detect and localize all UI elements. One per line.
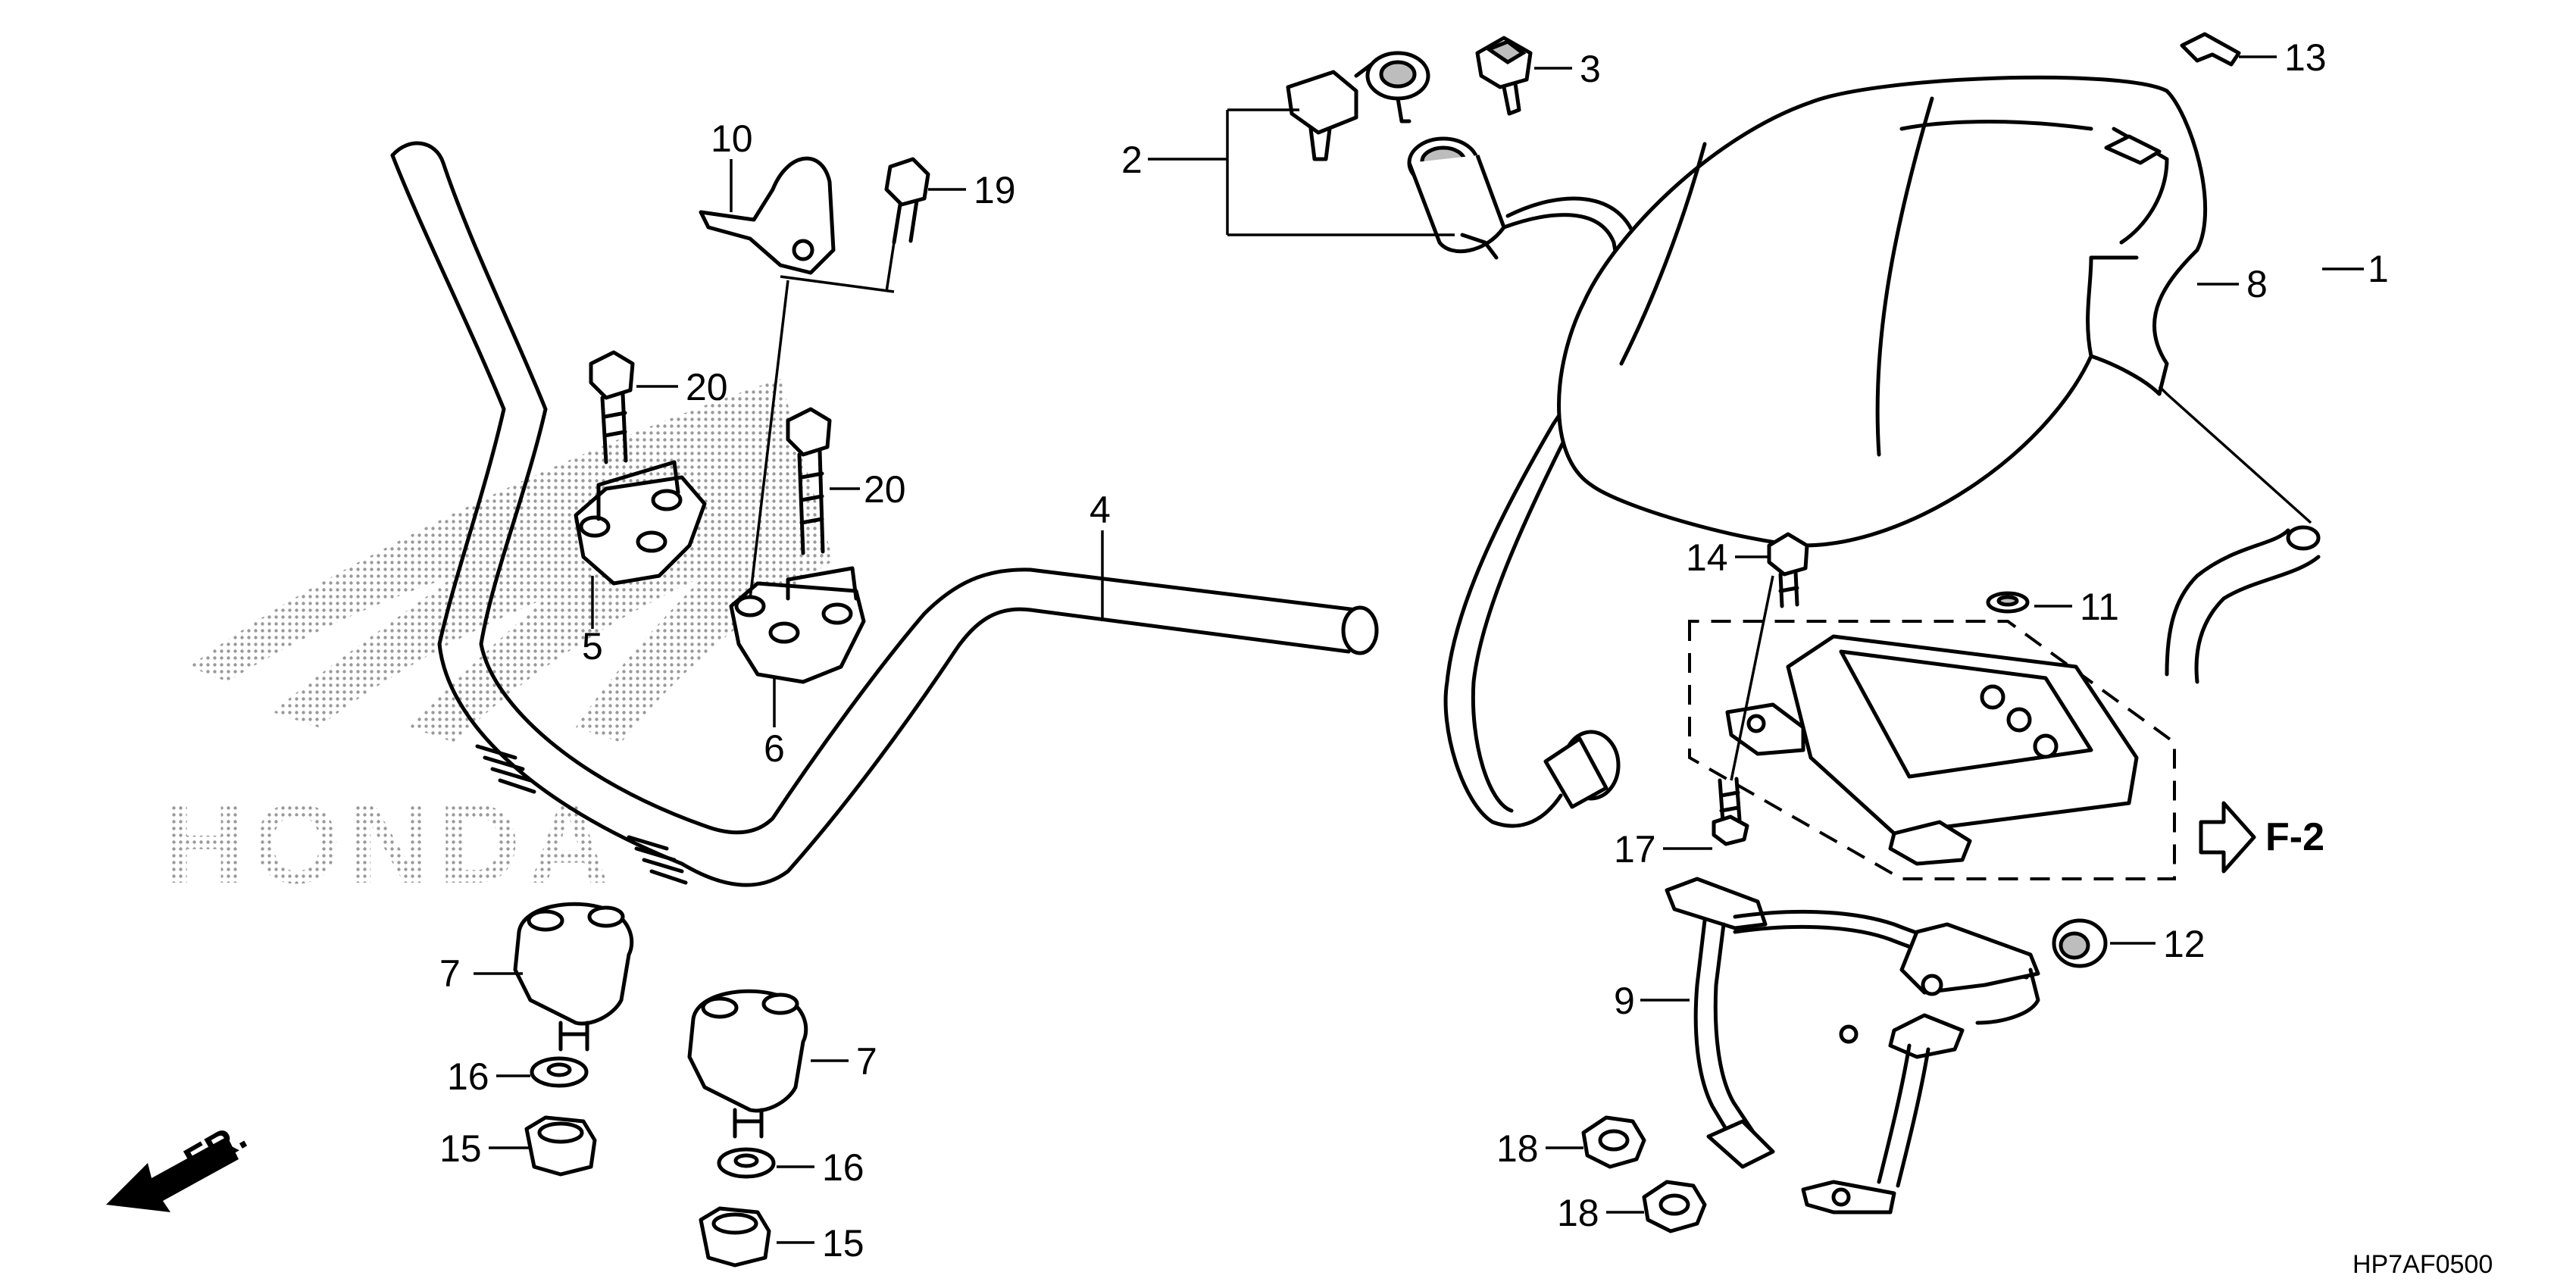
ignition-switch-part[interactable]: [1407, 136, 1640, 828]
callout-17: 17: [1614, 828, 1656, 871]
callout-11: 11: [2080, 586, 2119, 628]
holder-upper-5-part[interactable]: [574, 460, 707, 586]
bolt-20a-part[interactable]: [589, 350, 635, 464]
callout-6: 6: [764, 727, 785, 770]
callout-16b: 16: [822, 1146, 864, 1189]
grommet-12-part[interactable]: [2052, 918, 2108, 968]
callout-labels: 1 2 3 4 5 6 7 7 8 9 10 11 12 13 14 15 15…: [439, 36, 2389, 1265]
callout-7a: 7: [439, 952, 461, 995]
callout-3: 3: [1580, 48, 1601, 90]
callout-9: 9: [1614, 980, 1635, 1022]
clip-11-part[interactable]: [1986, 591, 2030, 614]
leader-lines: [474, 55, 2364, 1244]
callout-1: 1: [2368, 248, 2389, 290]
reference-arrow: F-2: [2199, 801, 2324, 874]
callout-2: 2: [1121, 139, 1143, 181]
tube-1-part[interactable]: [2158, 385, 2321, 684]
screw-17-part[interactable]: [1712, 575, 1774, 846]
meter-assembly-part[interactable]: [1688, 620, 2176, 880]
washer-16a-part[interactable]: [530, 1056, 589, 1088]
nut-15b-part[interactable]: [699, 1206, 771, 1268]
callout-16a: 16: [447, 1055, 489, 1098]
wing-mark: [189, 379, 833, 742]
callout-4: 4: [1089, 489, 1111, 531]
honda-watermark: HONDA: [163, 379, 833, 907]
reference-label: F-2: [2265, 815, 2324, 859]
knurl-band-right: [627, 835, 688, 885]
screw-14-part[interactable]: [1767, 532, 1809, 608]
front-direction-arrow: FR.: [106, 1114, 254, 1212]
callout-15a: 15: [439, 1127, 482, 1170]
meter-cover-part[interactable]: [1557, 75, 2208, 548]
callout-20b: 20: [864, 468, 906, 511]
set-plate-part[interactable]: [699, 156, 895, 293]
bolt-19-part[interactable]: [884, 157, 930, 292]
callout-14: 14: [1686, 536, 1728, 579]
drawing-code: HP7AF0500: [2352, 1250, 2493, 1279]
washer-16b-part[interactable]: [717, 1147, 776, 1179]
holder-lower-7a-part[interactable]: [513, 902, 634, 1052]
holder-upper-6-part[interactable]: [729, 280, 866, 684]
meter-stay-part[interactable]: [1665, 877, 2040, 1215]
watermark-text: HONDA: [163, 780, 617, 907]
callout-10: 10: [711, 117, 753, 160]
bolt-20b-part[interactable]: [786, 407, 832, 555]
callout-20a: 20: [686, 366, 728, 408]
callout-13: 13: [2284, 36, 2327, 79]
callout-12: 12: [2163, 923, 2206, 965]
nut-18a-part[interactable]: [1581, 1115, 1646, 1169]
callout-18b: 18: [1557, 1192, 1599, 1234]
callout-18a: 18: [1496, 1127, 1539, 1170]
knurl-band-left: [475, 744, 536, 794]
callout-8: 8: [2246, 263, 2268, 305]
callout-7b: 7: [856, 1040, 877, 1083]
nut-15a-part[interactable]: [524, 1115, 597, 1177]
holder-lower-7b-part[interactable]: [687, 989, 808, 1139]
nut-18b-part[interactable]: [1642, 1180, 1707, 1233]
callout-19: 19: [974, 169, 1016, 211]
clip-13-part[interactable]: [2180, 32, 2241, 67]
callout-5: 5: [582, 625, 603, 667]
callout-15b: 15: [822, 1222, 864, 1265]
handlebar-part[interactable]: [390, 141, 1379, 887]
grommet-3-part[interactable]: [1475, 36, 1533, 116]
key-set-part[interactable]: [1286, 51, 1430, 161]
